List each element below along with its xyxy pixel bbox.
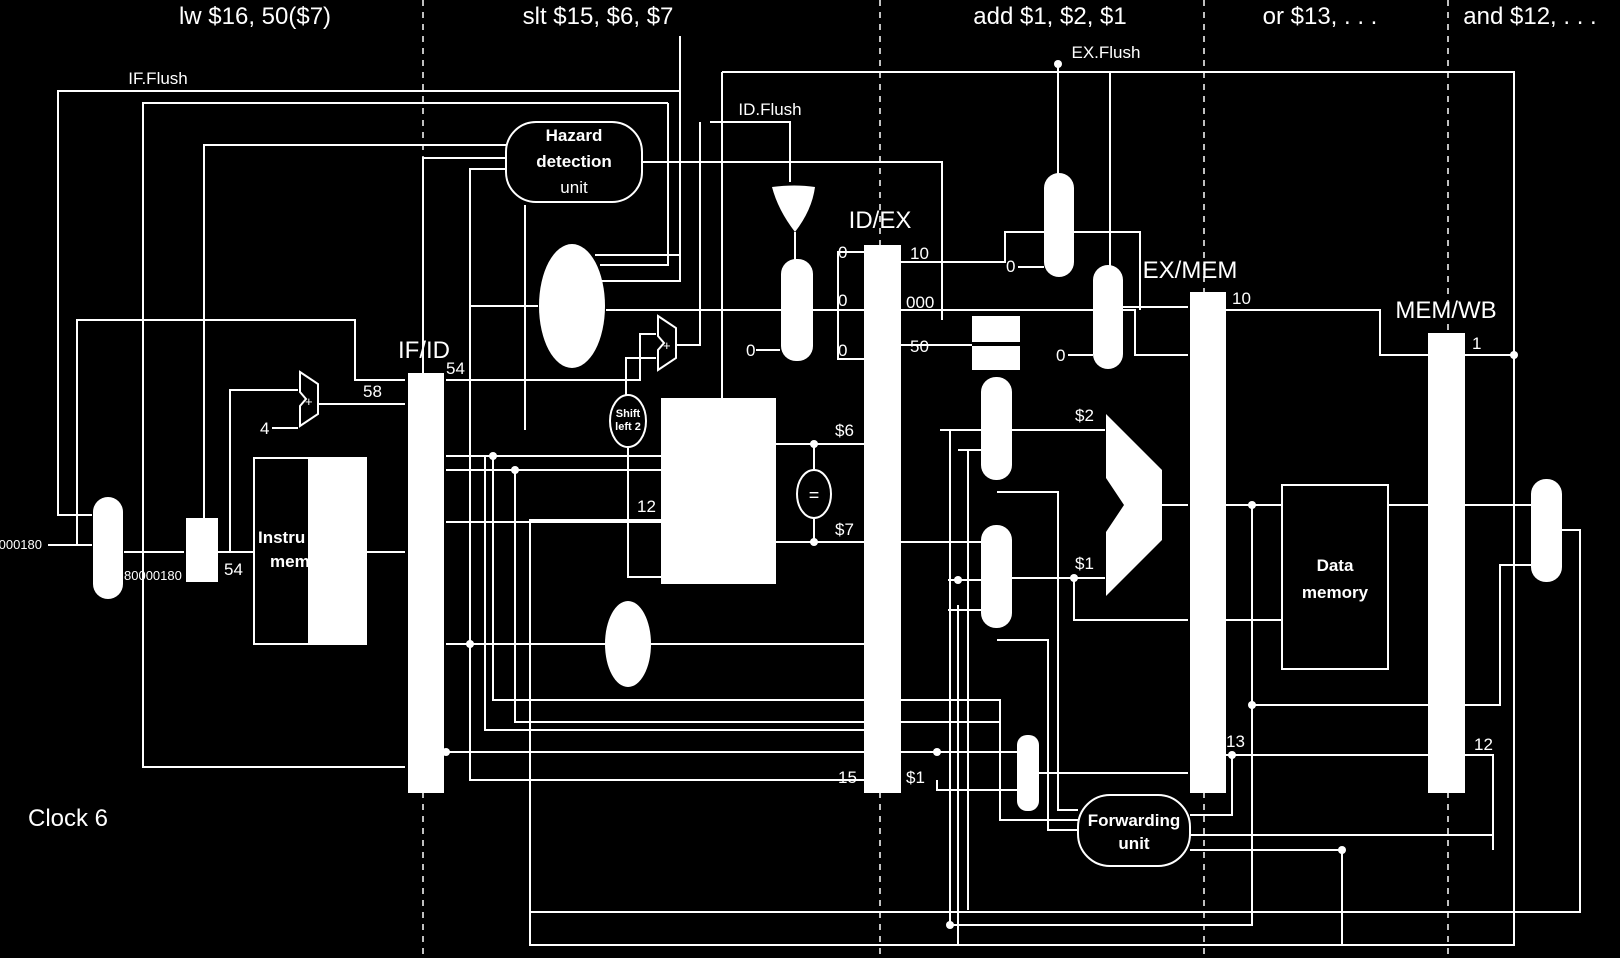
instr-if: lw $16, 50($7)	[179, 3, 331, 30]
ex-flush-label: EX.Flush	[1072, 43, 1141, 62]
forward-mux-b	[981, 525, 1012, 628]
ex-flush-zero-1: 0	[1006, 257, 1015, 276]
instr-mem-label-2: mem	[270, 552, 310, 571]
if-stage: 80000180 80000180 54 + 4 58 Instru mem	[0, 319, 405, 645]
if-id-register	[408, 373, 444, 793]
pc-mux	[93, 497, 123, 599]
equal-sign: =	[809, 485, 820, 505]
writeback-mux	[1531, 479, 1562, 582]
reg-rs-value: $6	[835, 421, 854, 440]
pc-register	[186, 518, 218, 582]
idex-ctrl-zero-1: 0	[838, 243, 847, 262]
forwarding-label-2: unit	[1118, 834, 1149, 853]
ex-mem-label: EX/MEM	[1143, 257, 1238, 284]
four-constant: 4	[260, 419, 269, 438]
alu-control-top	[972, 316, 1020, 342]
pc-output-value: 80000180	[124, 568, 182, 583]
reg-rt-value: $7	[835, 520, 854, 539]
instr-id: slt $15, $6, $7	[523, 3, 674, 30]
id-ex-label: ID/EX	[849, 207, 912, 234]
id-stage: Hazard detection unit 0 0 0 0 + Shift le…	[446, 121, 864, 781]
hazard-label-1: Hazard	[546, 126, 603, 145]
alu-input-a-value: $2	[1075, 406, 1094, 425]
alu-input-b-value: $1	[1075, 554, 1094, 573]
regdst-mux	[1017, 735, 1039, 811]
idex-imm-value: 50	[910, 337, 929, 356]
id-flush-label: ID.Flush	[738, 100, 801, 119]
memwb-rd-value: 12	[1474, 735, 1493, 754]
shift-left-2	[609, 394, 647, 448]
if-id-label: IF/ID	[398, 337, 450, 364]
equality-comparator	[796, 469, 832, 519]
shift-label-1: Shift	[616, 408, 641, 420]
alu-control-bottom	[972, 346, 1020, 370]
memwb-ctrl-value: 1	[1472, 334, 1481, 353]
hazard-label-3: unit	[560, 178, 588, 197]
flush-or-gate	[772, 185, 815, 232]
mem-stage: Data memory	[1226, 309, 1428, 756]
reg-write-value: 12	[637, 497, 656, 516]
data-memory-label-2: memory	[1302, 583, 1369, 602]
data-memory	[1281, 484, 1389, 670]
ex-flush-mux-2	[1093, 265, 1123, 369]
alu	[1106, 414, 1162, 596]
shift-label-2: left 2	[615, 421, 641, 433]
pc-input-value: 80000180	[0, 537, 42, 552]
instr-wb: and $12, . . .	[1463, 3, 1596, 30]
exmem-rd-value: 13	[1226, 732, 1245, 751]
data-memory-label-1: Data	[1317, 556, 1354, 575]
idex-m-value: 000	[906, 293, 934, 312]
pc4-value: 58	[363, 382, 382, 401]
pc-adder	[299, 370, 319, 428]
instr-ex: add $1, $2, $1	[973, 3, 1126, 30]
branch-adder	[657, 314, 677, 372]
forwarding-label-1: Forwarding	[1088, 811, 1181, 830]
feedback-wires	[57, 36, 1515, 946]
mem-wb-register	[1428, 333, 1465, 793]
ex-flush-zero-2: 0	[1056, 346, 1065, 365]
sign-extend	[605, 601, 651, 687]
mem-wb-label: MEM/WB	[1395, 297, 1496, 324]
forward-mux-a	[981, 377, 1012, 480]
pc-plus-value: 54	[224, 560, 243, 579]
instr-mem: or $13, . . .	[1263, 3, 1378, 30]
idex-wb-value: 10	[910, 244, 929, 263]
control-unit	[539, 244, 605, 368]
pc-adder-sign: +	[305, 394, 313, 409]
hazard-label-2: detection	[536, 152, 612, 171]
ex-flush-mux-1	[1044, 173, 1074, 277]
clock-label: Clock 6	[28, 805, 108, 832]
idex-ctrl-zero-3: 0	[838, 341, 847, 360]
control-mux-zero: 0	[746, 341, 755, 360]
instr-mem-label-1: Instru	[258, 528, 305, 547]
register-file	[661, 398, 776, 584]
junction-dots	[442, 60, 1518, 929]
branch-adder-sign: +	[663, 338, 671, 353]
control-mux	[781, 259, 813, 361]
idex-rd-value: 15	[838, 768, 857, 787]
hazard-detection-unit	[505, 121, 643, 203]
idex-ctrl-zero-2: 0	[838, 291, 847, 310]
if-id-pc-value: 54	[446, 359, 465, 378]
idex-rs-value: $1	[906, 768, 925, 787]
if-flush-label: IF.Flush	[128, 69, 188, 88]
id-ex-register	[864, 245, 901, 793]
ex-stage: 0 0 $2 $1 Fo	[901, 173, 1494, 945]
exmem-ctrl-value: 10	[1232, 289, 1251, 308]
wb-stage	[530, 354, 1581, 913]
ex-mem-register	[1190, 292, 1226, 793]
forwarding-unit	[1077, 794, 1191, 867]
